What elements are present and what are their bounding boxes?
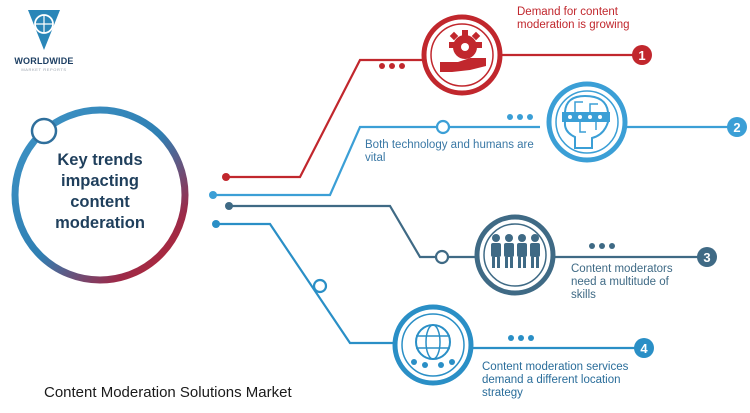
connector-1 (226, 58, 425, 179)
globe-network-icon (392, 304, 474, 386)
connector-4-start (212, 220, 220, 228)
connector-3-start (225, 202, 233, 210)
trend-badge-2: 2 (727, 117, 747, 137)
svg-text:4: 4 (640, 341, 648, 356)
brand-tagline: MARKET REPORTS (21, 67, 67, 72)
people-group-icon (474, 214, 556, 296)
connector-2-start (209, 191, 217, 199)
connector-1-start (222, 173, 230, 181)
circuit-head-icon (546, 81, 628, 163)
trend-label-2: Both technology and humans are vital (365, 139, 534, 164)
hub-ring (11, 106, 189, 284)
connector-4 (216, 222, 395, 345)
svg-text:1: 1 (638, 48, 645, 63)
svg-text:3: 3 (703, 250, 710, 265)
hub-small-circle (30, 117, 58, 145)
gear-hand-icon (421, 14, 503, 96)
connector-4-node (312, 278, 328, 294)
connector-3 (229, 204, 475, 259)
trend-label-1: Demand for content moderation is growing (517, 6, 630, 31)
brand-logo: WORLDWIDE MARKET REPORTS (4, 6, 84, 72)
shield-globe-icon (28, 10, 60, 50)
svg-text:2: 2 (733, 120, 740, 135)
trend-badge-4: 4 (634, 338, 654, 358)
trend-label-4: Content moderation services demand a dif… (482, 361, 629, 399)
hub-title: Key trends impacting content moderation (55, 151, 145, 232)
trend-badge-1: 1 (632, 45, 652, 65)
connector-3-node (434, 249, 450, 265)
trend-label-3: Content moderators need a multitude of s… (571, 263, 673, 301)
connector-2-node (435, 119, 451, 135)
footer-title: Content Moderation Solutions Market (44, 384, 292, 401)
brand-name: WORLDWIDE (14, 56, 74, 66)
trend-badge-3: 3 (697, 247, 717, 267)
